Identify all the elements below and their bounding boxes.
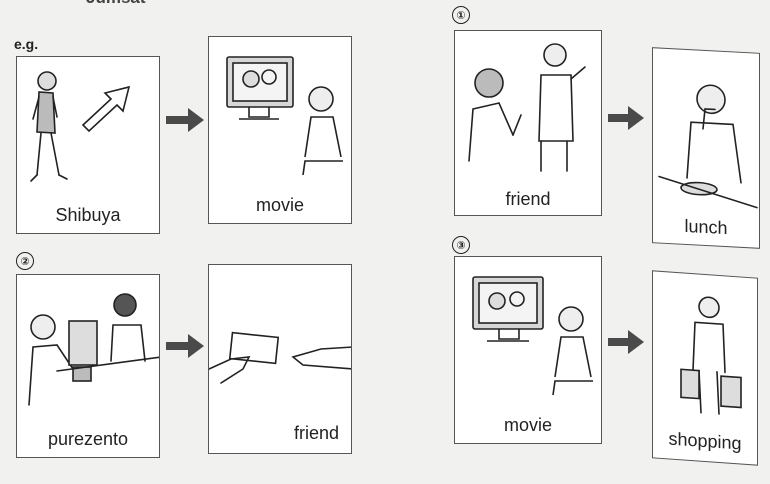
item-3-panel-movie: movie <box>454 256 602 444</box>
item-2-panel-shop: purezento <box>16 274 160 458</box>
item-2-number: ② <box>16 252 34 270</box>
cut-off-heading: Jumsat <box>86 0 146 8</box>
example-marker: e.g. <box>14 36 39 52</box>
walking-man-illustration <box>30 71 131 182</box>
item-3-panel-shopping: shopping <box>652 270 758 466</box>
diagonal-arrow-icon <box>81 85 131 133</box>
right-arrow-icon <box>608 106 644 130</box>
handing-gift-illustration <box>209 331 351 384</box>
item-1-left-caption: friend <box>505 189 551 209</box>
item-2-right-caption: friend <box>293 423 339 443</box>
item-3-left-caption: movie <box>503 415 552 435</box>
right-arrow-icon <box>166 108 204 132</box>
movie-viewer-illustration <box>226 56 343 176</box>
item-1-panel-lunch: lunch <box>652 47 760 249</box>
right-arrow-icon <box>166 334 204 358</box>
example-panel-movie: movie <box>208 36 352 224</box>
person-shopping-illustration <box>680 296 742 415</box>
item-2-panel-giving: friend <box>208 264 352 454</box>
item-1-number: ① <box>452 6 470 24</box>
example-right-caption: movie <box>255 195 304 215</box>
shop-counter-illustration <box>28 293 159 406</box>
example-left-caption: Shibuya <box>55 205 121 225</box>
right-arrow-icon <box>608 330 644 354</box>
movie-viewer-illustration <box>472 276 593 396</box>
two-people-waving-illustration <box>468 43 586 172</box>
example-panel-walking: Shibuya <box>16 56 160 234</box>
item-2-left-caption: purezento <box>47 429 129 449</box>
item-1-panel-greeting: friend <box>454 30 602 216</box>
person-eating-lunch-illustration <box>658 84 758 209</box>
item-3-number: ③ <box>452 236 470 254</box>
